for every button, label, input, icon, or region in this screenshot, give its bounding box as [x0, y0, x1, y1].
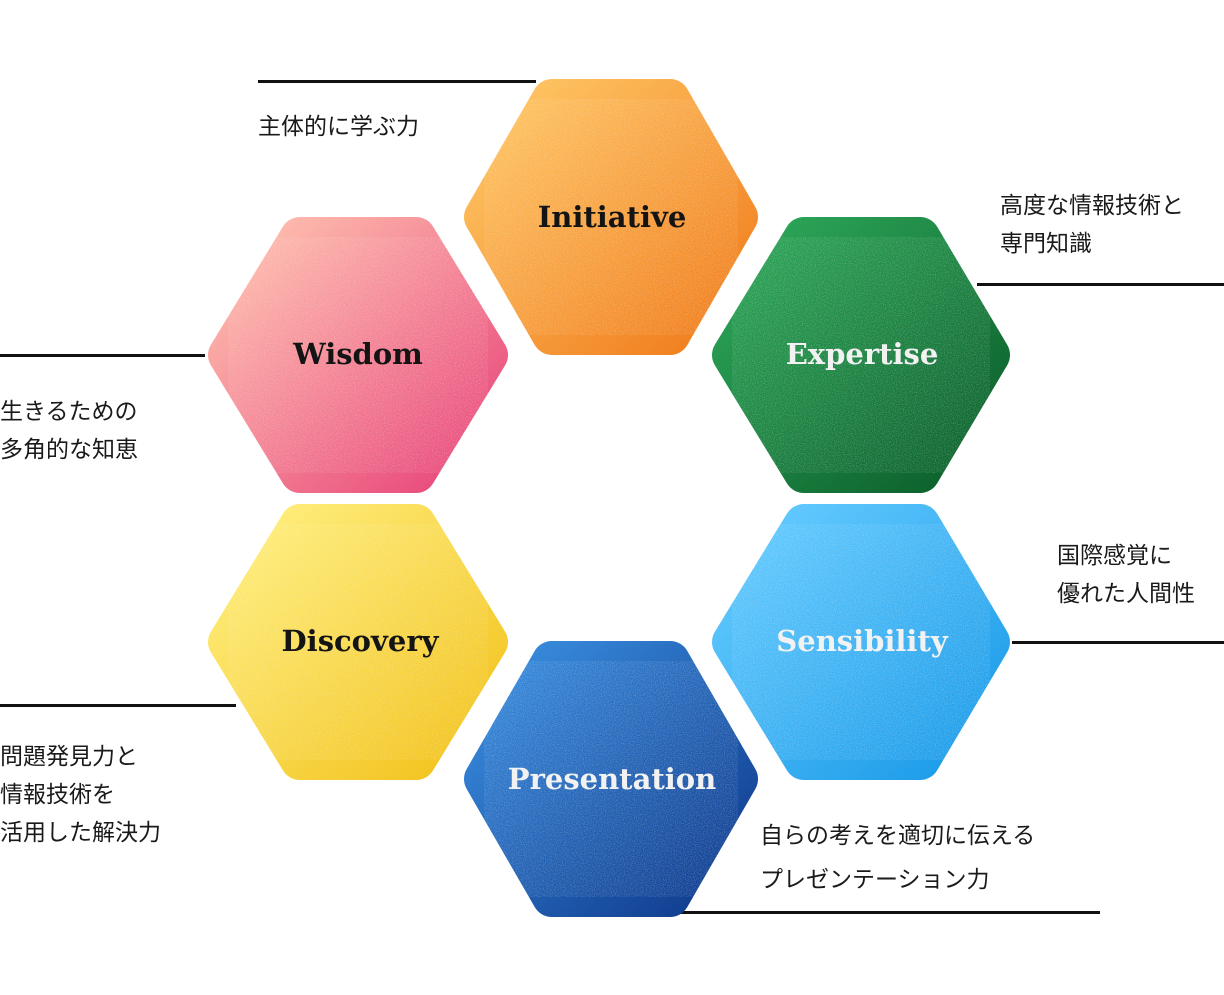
description-line: 自らの考えを適切に伝える [760, 823, 1036, 849]
hexagon-presentation-title: Presentation [508, 762, 716, 796]
leader-line-presentation [680, 911, 1100, 914]
description-line: 生きるための [0, 399, 138, 425]
hexagon-expertise: Expertise [712, 217, 1010, 493]
description-presentation: 自らの考えを適切に伝える プレゼンテーション力 [760, 814, 1035, 902]
hexagon-expertise-title: Expertise [786, 337, 939, 371]
description-line: 優れた人間性 [1057, 581, 1195, 607]
description-wisdom: 生きるための 多角的な知恵 [0, 393, 138, 469]
leader-line-expertise [977, 283, 1224, 286]
leader-line-sensibility [1012, 641, 1224, 644]
hexagon-sensibility-title: Sensibility [776, 624, 949, 658]
description-line: 高度な情報技術と [1000, 193, 1184, 219]
description-line: 国際感覚に [1057, 543, 1172, 569]
description-line: プレゼンテーション力 [760, 867, 990, 893]
description-line: 情報技術を [0, 782, 115, 808]
description-line: 活用した解決力 [0, 820, 161, 846]
hexagon-discovery-title: Discovery [282, 624, 440, 658]
leader-line-discovery [0, 704, 236, 707]
description-discovery: 問題発見力と 情報技術を 活用した解決力 [0, 738, 161, 852]
description-line: 主体的に学ぶ力 [258, 114, 419, 140]
hexagon-discovery: Discovery [208, 504, 508, 780]
description-line: 多角的な知恵 [0, 437, 138, 463]
description-initiative: 主体的に学ぶ力 [258, 108, 419, 146]
leader-line-initiative [258, 80, 536, 83]
leader-line-wisdom [0, 354, 205, 357]
hexagon-wisdom: Wisdom [208, 217, 508, 493]
hexagon-sensibility: Sensibility [712, 504, 1010, 780]
hexagon-initiative: Initiative [464, 79, 758, 355]
description-line: 問題発見力と [0, 744, 138, 770]
description-line: 専門知識 [1000, 231, 1092, 257]
description-expertise: 高度な情報技術と 専門知識 [1000, 187, 1184, 263]
hexagon-initiative-title: Initiative [538, 200, 687, 234]
hexagon-wisdom-title: Wisdom [292, 337, 423, 371]
hexagon-presentation: Presentation [464, 641, 758, 917]
description-sensibility: 国際感覚に 優れた人間性 [1057, 537, 1195, 613]
